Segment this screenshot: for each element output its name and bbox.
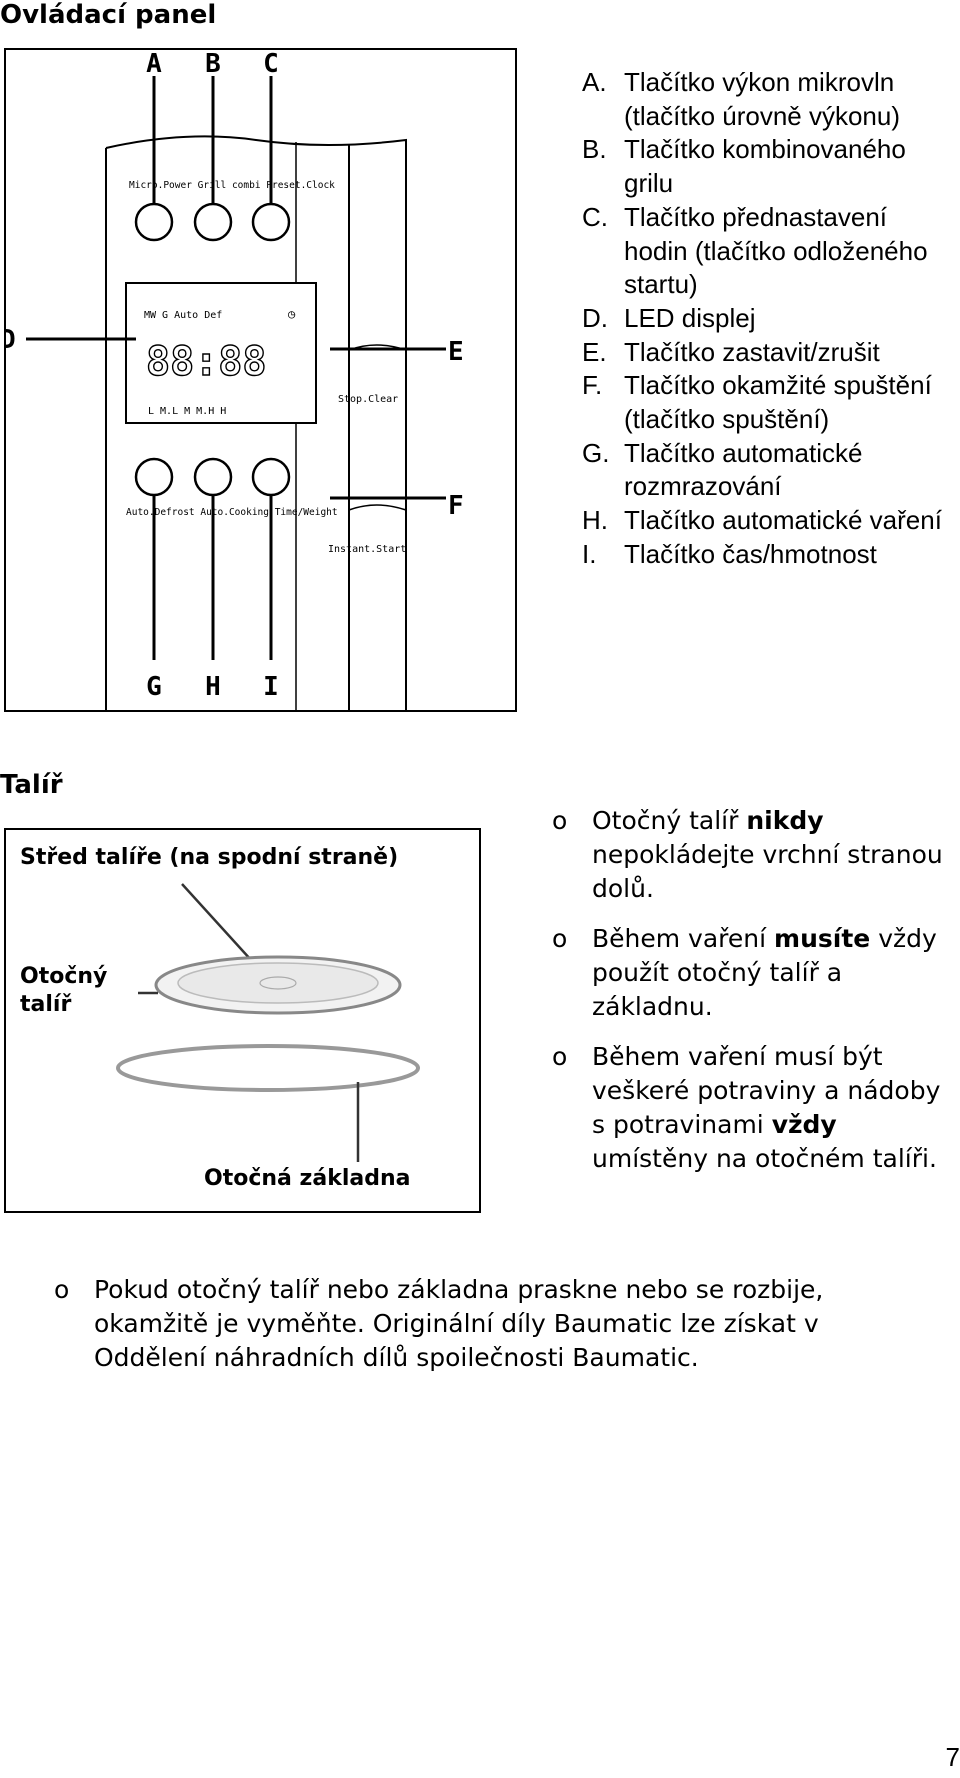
emphasis: nikdy bbox=[746, 806, 824, 835]
bullet-marker: o bbox=[552, 924, 568, 953]
button-auto-defrost bbox=[134, 457, 174, 497]
instruction-text: Otočný talíř nikdy nepokládejte vrchní s… bbox=[592, 806, 943, 903]
plate-center-label: Střed talíře (na spodní straně) bbox=[20, 845, 399, 870]
plate-heading: Talíř bbox=[0, 770, 63, 800]
legend-item: C. Tlačítko přednastavení hodin (tlačítko… bbox=[582, 201, 952, 302]
instruction-item: o Během vaření musí být veškeré potraviny… bbox=[552, 1040, 952, 1176]
button-preset-clock bbox=[251, 202, 291, 242]
bullet-marker: o bbox=[54, 1275, 70, 1304]
legend-letter: F. bbox=[582, 370, 603, 401]
letter-F: F bbox=[448, 491, 464, 521]
plate-instructions: o Otočný talíř nikdy nepokládejte vrchní … bbox=[552, 804, 952, 1192]
legend-letter: D. bbox=[582, 302, 608, 333]
control-panel-diagram: A B C Micro.Power Grill combi Preset.Clo… bbox=[0, 48, 517, 712]
display-top-label: MW G Auto Def bbox=[144, 310, 222, 321]
replacement-note: o Pokud otočný talíř nebo základna prask… bbox=[54, 1273, 934, 1375]
turntable-diagram: Střed talíře (na spodní straně) Otočný t… bbox=[4, 828, 481, 1213]
letter-H: H bbox=[205, 672, 221, 702]
legend-item: F. Tlačítko okamžité spuštění (tlačítko s… bbox=[582, 369, 952, 436]
legend-text: Tlačítko automatické vaření bbox=[624, 505, 942, 536]
instruction-item: o Během vaření musíte vždy použít otočný … bbox=[552, 922, 952, 1024]
control-panel-legend: A. Tlačítko výkon mikrovln (tlačítko úrov… bbox=[582, 66, 952, 572]
instruction-text: Během vaření musí být veškeré potraviny … bbox=[592, 1042, 941, 1173]
bullet-marker: o bbox=[552, 806, 568, 835]
legend-item: I. Tlačítko čas/hmotnost bbox=[582, 538, 952, 572]
legend-item: A. Tlačítko výkon mikrovln (tlačítko úrov… bbox=[582, 66, 952, 133]
instruction-item: o Otočný talíř nikdy nepokládejte vrchní … bbox=[552, 804, 952, 906]
stop-clear-label: Stop.Clear bbox=[338, 394, 398, 405]
legend-text: LED displej bbox=[624, 302, 756, 333]
letter-I: I bbox=[263, 672, 279, 702]
plate-label: Otočný talíř bbox=[20, 964, 108, 1017]
letter-D: D bbox=[6, 325, 16, 355]
legend-letter: E. bbox=[582, 336, 607, 367]
letter-G: G bbox=[146, 672, 162, 702]
legend-letter: H. bbox=[582, 505, 608, 536]
clock-icon: ◷ bbox=[288, 307, 296, 321]
base-label: Otočná základna bbox=[204, 1166, 411, 1191]
legend-text: Tlačítko čas/hmotnost bbox=[624, 538, 877, 569]
control-panel-drawing: A B C Micro.Power Grill combi Preset.Clo… bbox=[0, 49, 464, 710]
top-buttons-label: Micro.Power Grill combi Preset.Clock bbox=[129, 180, 335, 191]
control-panel-heading: Ovládací panel bbox=[0, 0, 217, 30]
legend-item: G. Tlačítko automatické rozmrazování bbox=[582, 437, 952, 504]
emphasis: musíte bbox=[774, 924, 871, 953]
legend-letter: I. bbox=[582, 538, 597, 569]
letter-A: A bbox=[146, 50, 162, 79]
legend-text: Tlačítko zastavit/zrušit bbox=[624, 336, 880, 367]
display-bottom-label: L M.L M M.H H bbox=[148, 406, 226, 417]
emphasis: vždy bbox=[771, 1110, 837, 1139]
legend-text: Tlačítko přednastavení hodin (tlačítko o… bbox=[624, 201, 928, 300]
replacement-note-text: Pokud otočný talíř nebo základna praskne… bbox=[94, 1275, 824, 1372]
legend-item: E. Tlačítko zastavit/zrušit bbox=[582, 336, 952, 370]
turntable-drawing bbox=[116, 883, 420, 1162]
legend-item: H. Tlačítko automatické vaření bbox=[582, 504, 952, 538]
button-micro-power bbox=[134, 202, 174, 242]
bullet-marker: o bbox=[552, 1042, 568, 1071]
instruction-text: Během vaření musíte vždy použít otočný t… bbox=[592, 924, 937, 1021]
legend-letter: G. bbox=[582, 437, 610, 468]
legend-text: Tlačítko kombinovaného grilu bbox=[624, 134, 906, 199]
led-display-frame bbox=[125, 282, 317, 424]
legend-text: Tlačítko okamžité spuštění (tlačítko spu… bbox=[624, 370, 932, 435]
bottom-buttons-label: Auto.Defrost Auto.Cooking Time/Weight bbox=[126, 507, 338, 518]
instant-start-label: Instant.Start bbox=[328, 544, 406, 555]
legend-item: B. Tlačítko kombinovaného grilu bbox=[582, 133, 952, 200]
letter-C: C bbox=[263, 50, 279, 79]
display-digits: 88:88 bbox=[146, 339, 266, 385]
button-time-weight bbox=[251, 457, 291, 497]
legend-text: Tlačítko automatické rozmrazování bbox=[624, 437, 863, 502]
turntable-base bbox=[116, 1044, 420, 1092]
letter-E: E bbox=[448, 337, 464, 367]
legend-item: D. LED displej bbox=[582, 302, 952, 336]
legend-letter: B. bbox=[582, 134, 607, 165]
legend-text: Tlačítko výkon mikrovln (tlačítko úrovně… bbox=[624, 67, 901, 131]
page-number: 7 bbox=[945, 1742, 960, 1772]
button-grill-combi bbox=[193, 202, 233, 242]
legend-letter: A. bbox=[582, 67, 607, 97]
legend-letter: C. bbox=[582, 201, 608, 232]
button-auto-cooking bbox=[193, 457, 233, 497]
letter-B: B bbox=[205, 50, 221, 79]
